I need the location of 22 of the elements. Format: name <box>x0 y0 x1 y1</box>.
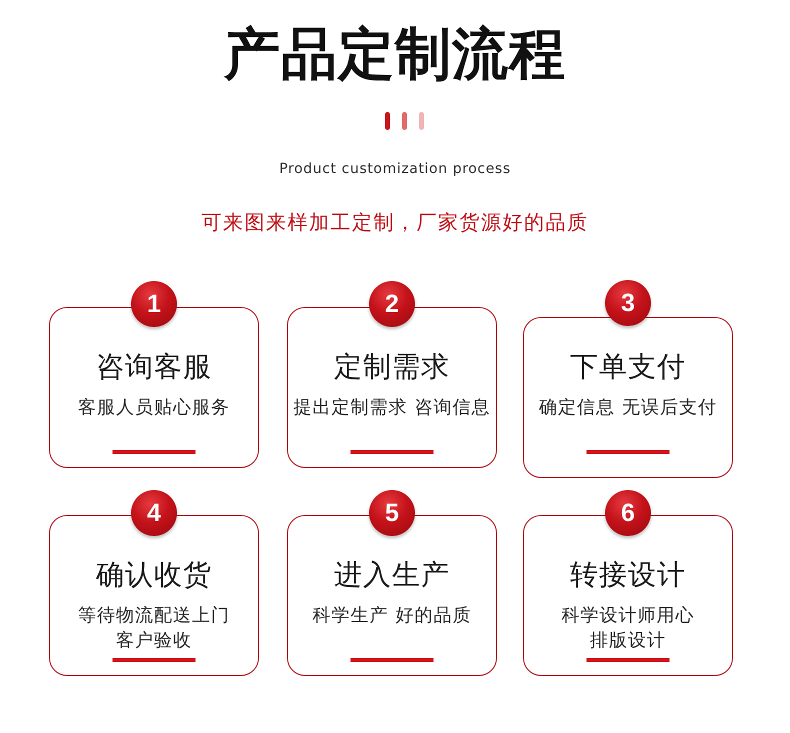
step-title: 转接设计 <box>570 558 686 592</box>
step-description: 等待物流配送上门客户验收 <box>77 604 231 653</box>
step-title: 下单支付 <box>570 350 686 384</box>
step-title: 进入生产 <box>334 558 450 592</box>
step-card <box>523 317 733 478</box>
step-number-badge: 2 <box>369 281 415 327</box>
step-number-badge: 1 <box>131 281 177 327</box>
step-title: 定制需求 <box>334 350 450 384</box>
step-description: 提出定制需求 咨询信息 <box>294 396 490 420</box>
step-description: 科学生产 好的品质 <box>312 604 472 628</box>
step-title: 确认收货 <box>96 558 212 592</box>
step-number-badge: 6 <box>605 490 651 536</box>
page-title: 产品定制流程 <box>224 22 566 88</box>
step-number-badge: 4 <box>131 490 177 536</box>
subtitle: Product customization process <box>279 160 511 179</box>
tagline: 可来图来样加工定制，厂家货源好的品质 <box>202 209 588 236</box>
step-description: 确定信息 无误后支付 <box>539 396 717 420</box>
step-number-badge: 3 <box>605 280 651 326</box>
step-description: 科学设计师用心排版设计 <box>560 604 696 653</box>
step-title: 咨询客服 <box>96 350 212 384</box>
step-description: 客服人员贴心服务 <box>78 396 230 420</box>
step-number-badge: 5 <box>369 490 415 536</box>
